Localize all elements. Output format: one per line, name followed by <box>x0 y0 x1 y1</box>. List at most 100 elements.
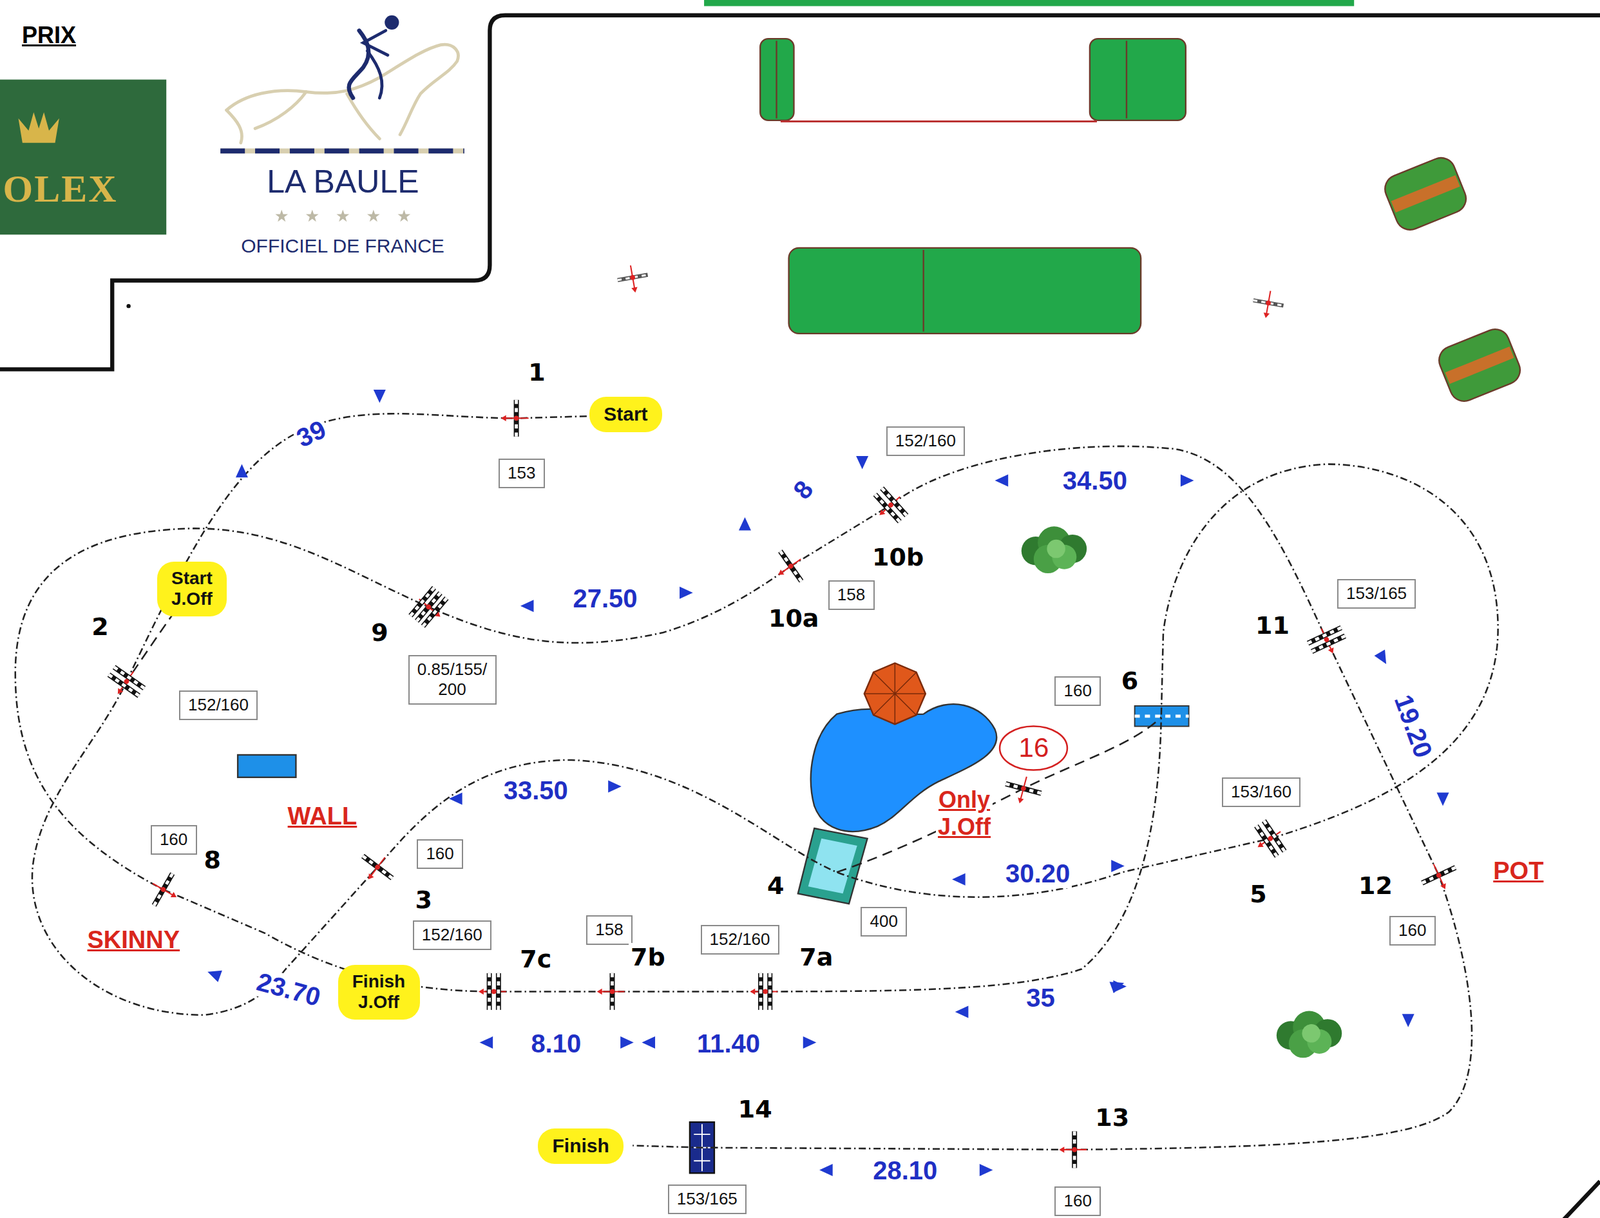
course-graphic <box>114 667 145 689</box>
height-box: 152/160 <box>179 690 258 721</box>
course-graphic <box>1265 300 1272 306</box>
course-graphic <box>365 873 374 882</box>
height-box: 160 <box>1054 676 1101 706</box>
course-graphic <box>159 886 167 893</box>
course-graphic <box>153 873 173 905</box>
umbrella <box>864 662 926 724</box>
start-finish-marker: Start J.Off <box>157 561 227 617</box>
course-graphic <box>114 667 145 689</box>
course-graphic <box>108 674 140 696</box>
tree <box>1276 1010 1342 1058</box>
course-graphic <box>496 973 500 1010</box>
height-box: 158 <box>586 915 633 945</box>
course-graphic <box>384 15 399 30</box>
direction-arrow <box>979 1163 994 1177</box>
course-graphic <box>1058 1146 1065 1153</box>
course-graphic <box>1256 825 1277 857</box>
fence-number: 4 <box>765 871 786 900</box>
distance-label: 30.20 <box>1003 859 1072 889</box>
fence-symbol <box>407 584 452 631</box>
star-icon <box>275 209 288 222</box>
direction-arrow <box>856 456 869 470</box>
node-text: 16 <box>1018 733 1049 763</box>
course-graphic <box>617 275 648 281</box>
hedge <box>1089 38 1186 121</box>
node-text: Start <box>603 403 648 426</box>
distance-label: 27.50 <box>570 584 639 614</box>
fence-number: 3 <box>412 885 434 915</box>
node-text: 160 <box>425 843 455 864</box>
fence-number: 1 <box>526 358 547 387</box>
direction-arrow <box>1437 792 1450 807</box>
node-text: 158 <box>837 584 866 605</box>
fence-symbol <box>1001 772 1045 809</box>
fence-number: 14 <box>736 1095 775 1124</box>
course-graphic <box>780 551 802 582</box>
course-graphic <box>881 488 907 516</box>
course-graphic <box>1071 1147 1077 1153</box>
node-text: 152/160 <box>421 924 483 945</box>
node-text: OLEX <box>2 166 118 212</box>
fence-number: 2 <box>89 612 111 641</box>
course-graphic <box>631 287 639 294</box>
height-box: 152/160 <box>412 920 492 951</box>
fence-symbol <box>143 867 187 914</box>
direction-arrow <box>819 1163 833 1177</box>
course-graphic <box>1440 883 1448 891</box>
course-graphic <box>423 598 448 627</box>
logo-text: OFFICIEL DE FRANCE <box>238 235 447 258</box>
direction-arrow <box>448 792 463 806</box>
course-graphic <box>1256 841 1264 850</box>
distance-label: 19.20 <box>1388 689 1439 764</box>
fence-number: 7c <box>517 944 554 974</box>
node-text: 152/160 <box>709 929 771 950</box>
course-graphic <box>1422 867 1456 884</box>
logo-text: LA BAULE <box>264 162 421 201</box>
fence-number-circle: 16 <box>999 725 1068 772</box>
distance-label: 35 <box>1024 983 1058 1013</box>
hedge <box>760 38 794 121</box>
course-graphic <box>762 989 768 995</box>
fence-symbol <box>767 544 812 591</box>
course-graphic <box>1380 153 1471 234</box>
water-tray-fence <box>1134 714 1190 718</box>
height-box: 153/160 <box>1221 777 1301 808</box>
distance-label: 8.10 <box>528 1029 583 1059</box>
height-box: 158 <box>828 580 875 610</box>
course-graphic <box>486 973 493 1010</box>
course-graphic <box>1021 526 1342 1058</box>
course-graphic <box>787 562 795 571</box>
course-graphic <box>115 687 124 696</box>
direction-arrow <box>803 1036 817 1049</box>
fence-number: 11 <box>1253 611 1292 640</box>
fence-number: 5 <box>1247 879 1269 909</box>
course-graphic <box>1328 647 1336 655</box>
course-graphic <box>1253 300 1284 306</box>
distance-label: 8 <box>786 473 821 507</box>
direction-arrow <box>520 599 534 612</box>
node-text: 153/165 <box>1346 583 1407 604</box>
course-graphic <box>423 598 448 627</box>
hedge <box>775 40 777 118</box>
start-finish-marker: Finish J.Off <box>338 964 420 1020</box>
star-icon <box>336 209 350 222</box>
fence-number: 8 <box>202 845 223 875</box>
hedge <box>789 247 1142 334</box>
course-graphic <box>1005 783 1041 794</box>
course-graphic <box>1005 783 1041 794</box>
course-graphic <box>864 662 926 724</box>
course-graphic <box>205 389 1450 1177</box>
fence-symbol <box>597 973 625 1010</box>
course-graphic <box>1323 636 1330 643</box>
course-graphic <box>1262 312 1270 319</box>
course-graphic <box>767 973 773 1010</box>
fence-number: 10b <box>870 542 926 572</box>
fence-number: 13 <box>1093 1103 1132 1132</box>
course-graphic <box>768 973 772 1010</box>
direction-arrow <box>1180 474 1195 487</box>
course-graphic <box>362 856 393 878</box>
fence-symbol <box>1417 856 1463 898</box>
fence-number: 9 <box>369 618 390 647</box>
logo-rule <box>220 148 465 154</box>
fence-symbol <box>353 846 400 891</box>
